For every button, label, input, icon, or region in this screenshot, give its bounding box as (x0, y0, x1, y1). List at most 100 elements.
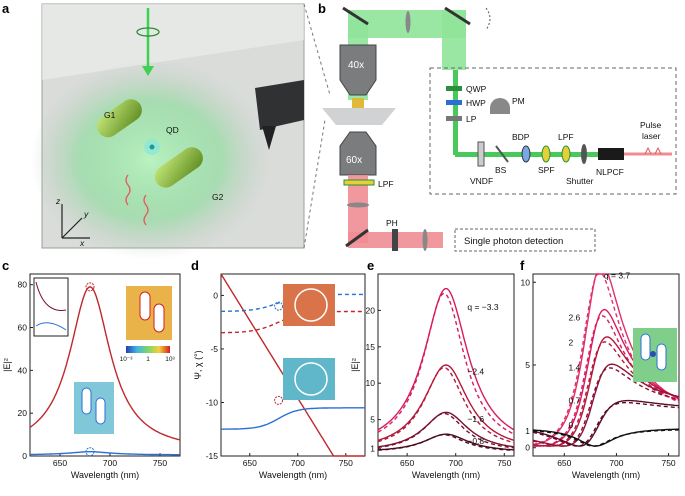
d-xtick-label: 750 (339, 458, 353, 468)
label-bs: BS (495, 165, 507, 175)
e-curve-solid (377, 411, 515, 448)
label-g2: G2 (212, 192, 224, 202)
e-curve-dashed (377, 366, 515, 444)
e-axes-frame (377, 273, 515, 457)
mirror-1 (342, 6, 369, 26)
sample (352, 98, 364, 108)
mirror-3 (345, 228, 369, 248)
c-xtick-label: 700 (103, 458, 117, 468)
e-curve-solid (377, 364, 515, 441)
f-curve-label: 1.4 (568, 362, 580, 372)
e-curve-dashed (377, 434, 514, 451)
qwp-plate (446, 86, 462, 91)
c-xtick-label: 750 (153, 458, 167, 468)
e-curve-label: q = −3.3 (467, 302, 498, 312)
f-map-dot (650, 351, 656, 357)
f-curve-label: 0 (568, 420, 573, 430)
beam-red-vertical (348, 175, 368, 243)
relay-lens (405, 11, 411, 33)
collimating-lens (422, 229, 428, 251)
e-ytick-label: 1 (370, 444, 375, 454)
label-lpf-lower: LPF (378, 179, 394, 189)
detection-label: Single photon detection (464, 236, 563, 247)
label-pulse: Pulse (640, 120, 662, 130)
f-ytick-label: 0 (525, 443, 530, 453)
hwp-plate (446, 100, 462, 105)
d-xlabel: Wavelength (nm) (259, 470, 327, 480)
afm-tip-block (255, 80, 304, 130)
e-xtick-label: 750 (497, 458, 511, 468)
f-map-rod-2 (656, 343, 667, 371)
label-vndf: VNDF (470, 176, 493, 186)
c-ylabel: |E|² (2, 358, 12, 372)
axes-triad: z y x (55, 196, 90, 248)
axis-z: z (55, 196, 61, 206)
shutter (581, 144, 587, 164)
quantum-dot-core (149, 144, 155, 150)
panel-label-a: a (2, 1, 10, 16)
c-xlabel: Wavelength (nm) (71, 470, 139, 480)
label-g1: G1 (104, 110, 116, 120)
objective-40x-label: 40x (348, 60, 364, 71)
panel-b: b 40x 60x LPF PH Single photon detection (318, 1, 677, 252)
lp-plate (446, 116, 462, 121)
c-peak-marker-blue (85, 447, 95, 457)
f-curve-label: 0.7 (568, 395, 580, 405)
lpf-filter-lower (343, 179, 375, 186)
objective-40x (339, 44, 377, 96)
afm-tip (262, 126, 276, 150)
beam-to-qwp (453, 70, 458, 155)
bdp (521, 145, 531, 163)
e-xtick-label: 650 (400, 458, 414, 468)
label-nlpcf: NLPCF (596, 167, 624, 177)
f-curve-dashed (532, 367, 680, 447)
e-xlabel: Wavelength (nm) (412, 470, 480, 480)
emission-wave-1 (125, 174, 131, 206)
polarization-ring (136, 27, 160, 37)
optics-box (429, 67, 677, 195)
e-curve-dashed (377, 292, 515, 435)
e-curve-label: −2.4 (467, 367, 484, 377)
c-inset-curve-blue (35, 322, 67, 331)
c-colorbar-tick: 1 (146, 356, 150, 363)
tube-lens (347, 202, 369, 208)
c-series-line (29, 451, 180, 456)
c-colorbar-tick: 10⁻³ (120, 356, 134, 363)
d-axes-frame (220, 273, 366, 457)
scanning-mirror-arc (485, 7, 491, 31)
f-ytick-label: 10 (521, 277, 531, 287)
f-curve-label: 2.6 (568, 313, 580, 323)
vndf (477, 141, 485, 167)
f-xtick-label: 750 (661, 458, 675, 468)
d-marker-1 (274, 301, 284, 311)
e-curve-label: −1.6 (467, 414, 484, 424)
objective-60x-label: 60x (346, 155, 362, 166)
e-ytick-label: 10 (366, 378, 376, 388)
d-polar-circle-top (294, 288, 328, 322)
beam-splitter (495, 145, 509, 163)
c-inset-curve-red (35, 281, 67, 311)
c-colorbar-tick: 10³ (165, 356, 175, 363)
lpf-upper (561, 145, 571, 163)
e-curve-dashed (377, 412, 515, 449)
label-laser: laser (642, 131, 661, 141)
axis-x: x (79, 238, 85, 248)
emission-wave-2 (143, 194, 149, 226)
e-ytick-label: 5 (370, 415, 375, 425)
f-map-rod-1 (640, 333, 651, 361)
e-curve-label: −0.8 (467, 436, 484, 446)
zoom-line-bottom (303, 119, 326, 249)
c-map-rod-4 (95, 397, 106, 425)
f-xtick-label: 700 (609, 458, 623, 468)
e-ylabel: |E|² (350, 358, 360, 372)
d-xtick-label: 700 (291, 458, 305, 468)
beam-arrow (142, 66, 154, 76)
power-meter (490, 98, 510, 114)
label-ph: PH (386, 218, 398, 228)
nlpcf (598, 148, 624, 160)
objective-60x (339, 131, 377, 176)
e-ytick-label: 20 (366, 305, 376, 315)
label-shutter: Shutter (566, 176, 594, 186)
